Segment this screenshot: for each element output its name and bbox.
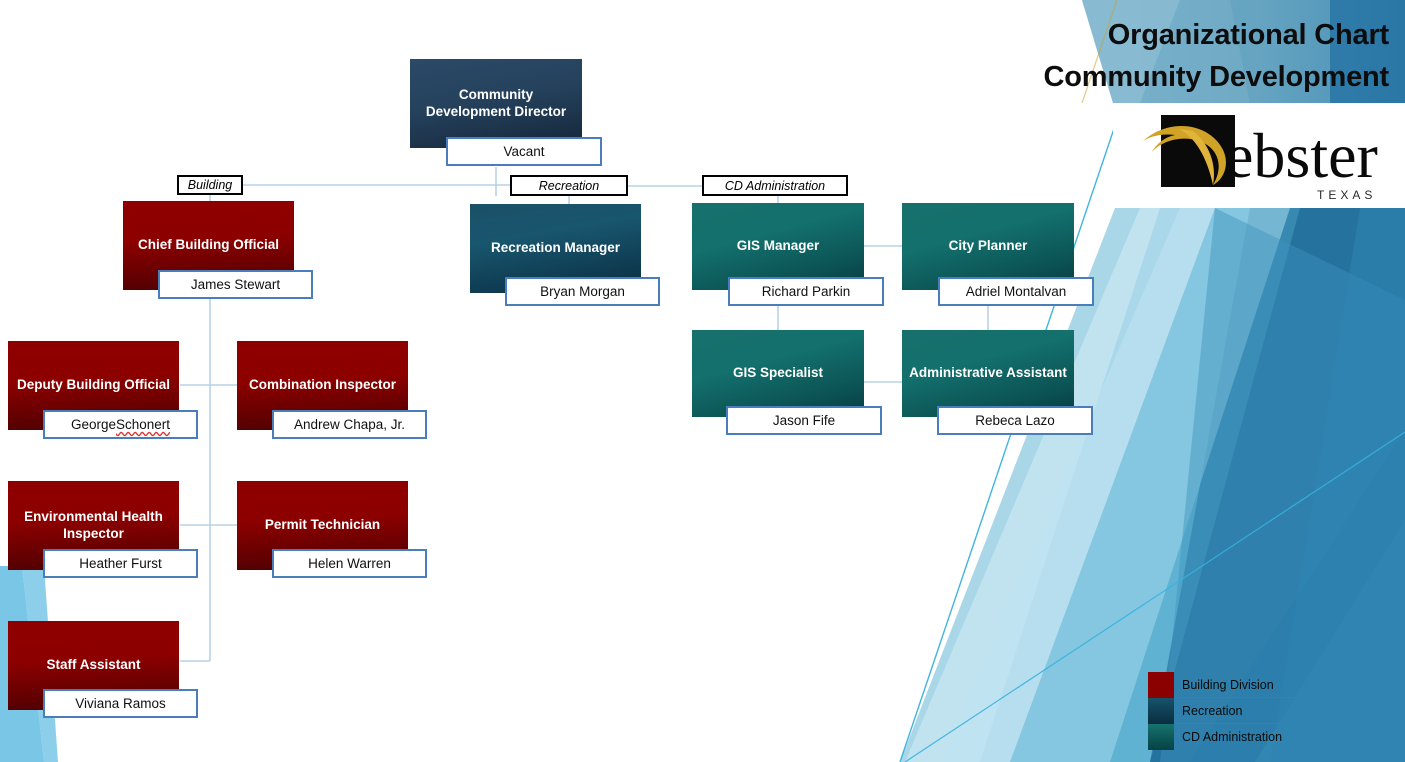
- legend-swatch-recreation: [1148, 698, 1174, 724]
- legend: Building Division Recreation CD Administ…: [1148, 672, 1404, 750]
- node-city-planner-name[interactable]: Adriel Montalvan: [938, 277, 1094, 306]
- webster-texas-logo: ebster TEXAS: [1113, 103, 1405, 208]
- legend-item-cd-administration: CD Administration: [1148, 724, 1282, 750]
- node-recreation-manager-name[interactable]: Bryan Morgan: [505, 277, 660, 306]
- legend-item-recreation: Recreation: [1148, 698, 1404, 724]
- logo-wordmark: ebster: [1225, 120, 1378, 191]
- division-label-recreation[interactable]: Recreation: [510, 175, 628, 196]
- node-director-name[interactable]: Vacant: [446, 137, 602, 166]
- node-permit-technician-name[interactable]: Helen Warren: [272, 549, 427, 578]
- legend-label-recreation: Recreation: [1182, 704, 1243, 718]
- node-gis-manager-title: GIS Manager: [692, 203, 864, 290]
- logo-graphic: ebster TEXAS: [1143, 115, 1378, 202]
- page-title-line1: Organizational Chart: [1107, 19, 1389, 51]
- node-chief-building-official-name[interactable]: James Stewart: [158, 270, 313, 299]
- page-title-line2: Community Development: [1043, 61, 1390, 94]
- node-environmental-health-inspector-name[interactable]: Heather Furst: [43, 549, 198, 578]
- legend-label-building-division: Building Division: [1182, 678, 1274, 692]
- division-label-cd-administration[interactable]: CD Administration: [702, 175, 848, 196]
- legend-item-building-division: Building Division: [1148, 672, 1404, 698]
- node-administrative-assistant-name[interactable]: Rebeca Lazo: [937, 406, 1093, 435]
- logo-subtext: TEXAS: [1317, 188, 1376, 202]
- node-combination-inspector-name[interactable]: Andrew Chapa, Jr.: [272, 410, 427, 439]
- node-gis-manager-name[interactable]: Richard Parkin: [728, 277, 884, 306]
- logo-swoosh: [1143, 126, 1226, 185]
- node-gis-specialist-title: GIS Specialist: [692, 330, 864, 417]
- node-administrative-assistant-title: Administrative Assistant: [902, 330, 1074, 417]
- name-text-plain: George: [70, 417, 116, 432]
- node-staff-assistant-name[interactable]: Viviana Ramos: [43, 689, 198, 718]
- node-deputy-building-official-name[interactable]: George Schonert: [43, 410, 198, 439]
- legend-swatch-building-division: [1148, 672, 1174, 698]
- division-label-building[interactable]: Building: [177, 175, 243, 195]
- legend-swatch-cd-administration: [1148, 724, 1174, 750]
- node-gis-specialist-name[interactable]: Jason Fife: [726, 406, 882, 435]
- page-title: Organizational Chart Community Developme…: [989, 14, 1390, 98]
- name-text-misspelled: Schonert: [115, 417, 171, 432]
- legend-label-cd-administration: CD Administration: [1182, 730, 1283, 744]
- node-director-title: Community Development Director: [410, 59, 582, 148]
